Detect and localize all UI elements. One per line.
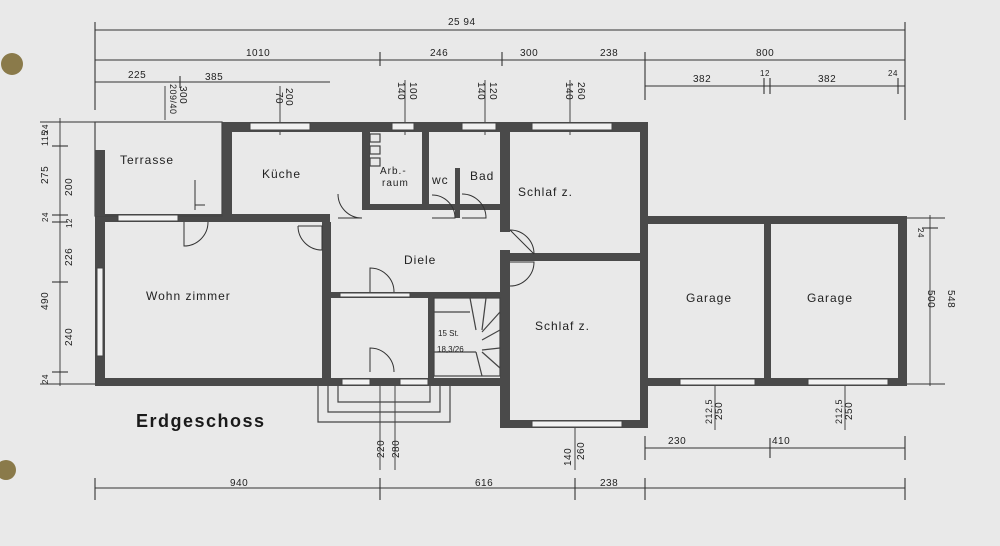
dim-win-70: 70 bbox=[273, 92, 284, 104]
dim-left-12: 12 bbox=[65, 218, 74, 228]
dim-bottom-140: 140 bbox=[563, 448, 574, 466]
dim-left-200: 200 bbox=[64, 178, 75, 196]
room-terrasse: Terrasse bbox=[120, 153, 174, 167]
dim-bottom-280: 280 bbox=[391, 440, 402, 458]
dim-top-300: 300 bbox=[520, 48, 538, 59]
stair-steps-label: 15 St. bbox=[438, 329, 459, 338]
dim-right-24: 24 bbox=[916, 228, 925, 238]
punch-holes bbox=[0, 53, 23, 480]
dim-bottom-260: 260 bbox=[576, 442, 587, 460]
dim-left-240: 240 bbox=[64, 328, 75, 346]
dim-garage-12: 12 bbox=[760, 69, 770, 78]
dim-top-800: 800 bbox=[756, 48, 774, 59]
dim-top-238: 238 bbox=[600, 48, 618, 59]
dim-win-140c: 140 bbox=[563, 82, 574, 100]
windows bbox=[96, 122, 889, 428]
room-garage-1: Garage bbox=[686, 291, 732, 305]
dim-top-225: 225 bbox=[128, 70, 146, 81]
room-wc: wc bbox=[431, 173, 449, 187]
dim-bottom-230: 230 bbox=[668, 436, 686, 447]
doors bbox=[183, 180, 535, 373]
room-labels: Terrasse Küche Arb.- raum wc Bad Schlaf … bbox=[120, 153, 853, 354]
dimension-labels: 25 94 1010 246 300 238 800 225 385 382 1… bbox=[40, 17, 956, 489]
dim-right-548: 548 bbox=[945, 290, 956, 308]
dim-garage1-2125: 212,5 bbox=[704, 399, 714, 424]
dim-win-209: 209/40 bbox=[168, 84, 178, 115]
room-arbeitsraum-line2: raum bbox=[382, 178, 409, 189]
dim-garage-382-left: 382 bbox=[693, 74, 711, 85]
dim-top-1010: 1010 bbox=[246, 48, 270, 59]
room-kueche: Küche bbox=[262, 167, 301, 181]
room-garage-2: Garage bbox=[807, 291, 853, 305]
dim-left-275: 275 bbox=[40, 166, 51, 184]
dim-garage2-2125: 212,5 bbox=[834, 399, 844, 424]
room-schlafzimmer-2: Schlaf z. bbox=[535, 319, 590, 333]
dim-left-490: 490 bbox=[40, 292, 51, 310]
dim-bottom-220: 220 bbox=[376, 440, 387, 458]
dim-garage1-250: 250 bbox=[714, 402, 725, 420]
plan-title: Erdgeschoss bbox=[136, 411, 266, 431]
dim-garage2-250: 250 bbox=[844, 402, 855, 420]
dim-top-total: 25 94 bbox=[448, 17, 476, 28]
dim-left-226: 226 bbox=[64, 248, 75, 266]
room-bad: Bad bbox=[470, 169, 494, 183]
dim-bottom-940: 940 bbox=[230, 478, 248, 489]
dim-win-200: 200 bbox=[283, 88, 294, 106]
dim-left-115: 115 bbox=[40, 130, 50, 146]
dim-win-120: 120 bbox=[487, 82, 498, 100]
dim-left-24-mid: 24 bbox=[41, 212, 50, 222]
interior-walls bbox=[322, 122, 645, 382]
dim-garage-24: 24 bbox=[888, 69, 898, 78]
dim-top-246: 246 bbox=[430, 48, 448, 59]
dim-win-140a: 140 bbox=[395, 82, 406, 100]
dim-top-385: 385 bbox=[205, 72, 223, 83]
stair-ratio-label: 18,3/26 bbox=[437, 345, 464, 354]
dim-win-300: 300 bbox=[177, 86, 188, 104]
dim-bottom-410: 410 bbox=[772, 436, 790, 447]
dim-bottom-238: 238 bbox=[600, 478, 618, 489]
room-diele: Diele bbox=[404, 253, 436, 267]
room-arbeitsraum-line1: Arb.- bbox=[380, 166, 407, 177]
dim-win-140b: 140 bbox=[475, 82, 486, 100]
dimension-lines bbox=[40, 22, 945, 500]
dim-win-260: 260 bbox=[575, 82, 586, 100]
dim-right-500: 500 bbox=[925, 290, 936, 308]
dim-left-24-top: 24 bbox=[41, 124, 50, 134]
entrance-steps bbox=[317, 386, 451, 423]
dim-left-24-bottom: 24 bbox=[41, 374, 50, 384]
staircase bbox=[434, 297, 501, 377]
dim-bottom-616: 616 bbox=[475, 478, 493, 489]
room-schlafzimmer-1: Schlaf z. bbox=[518, 185, 573, 199]
dim-win-100: 100 bbox=[407, 82, 418, 100]
room-wohnzimmer: Wohn zimmer bbox=[146, 289, 231, 303]
dim-garage-382-right: 382 bbox=[818, 74, 836, 85]
shelving bbox=[369, 133, 381, 167]
